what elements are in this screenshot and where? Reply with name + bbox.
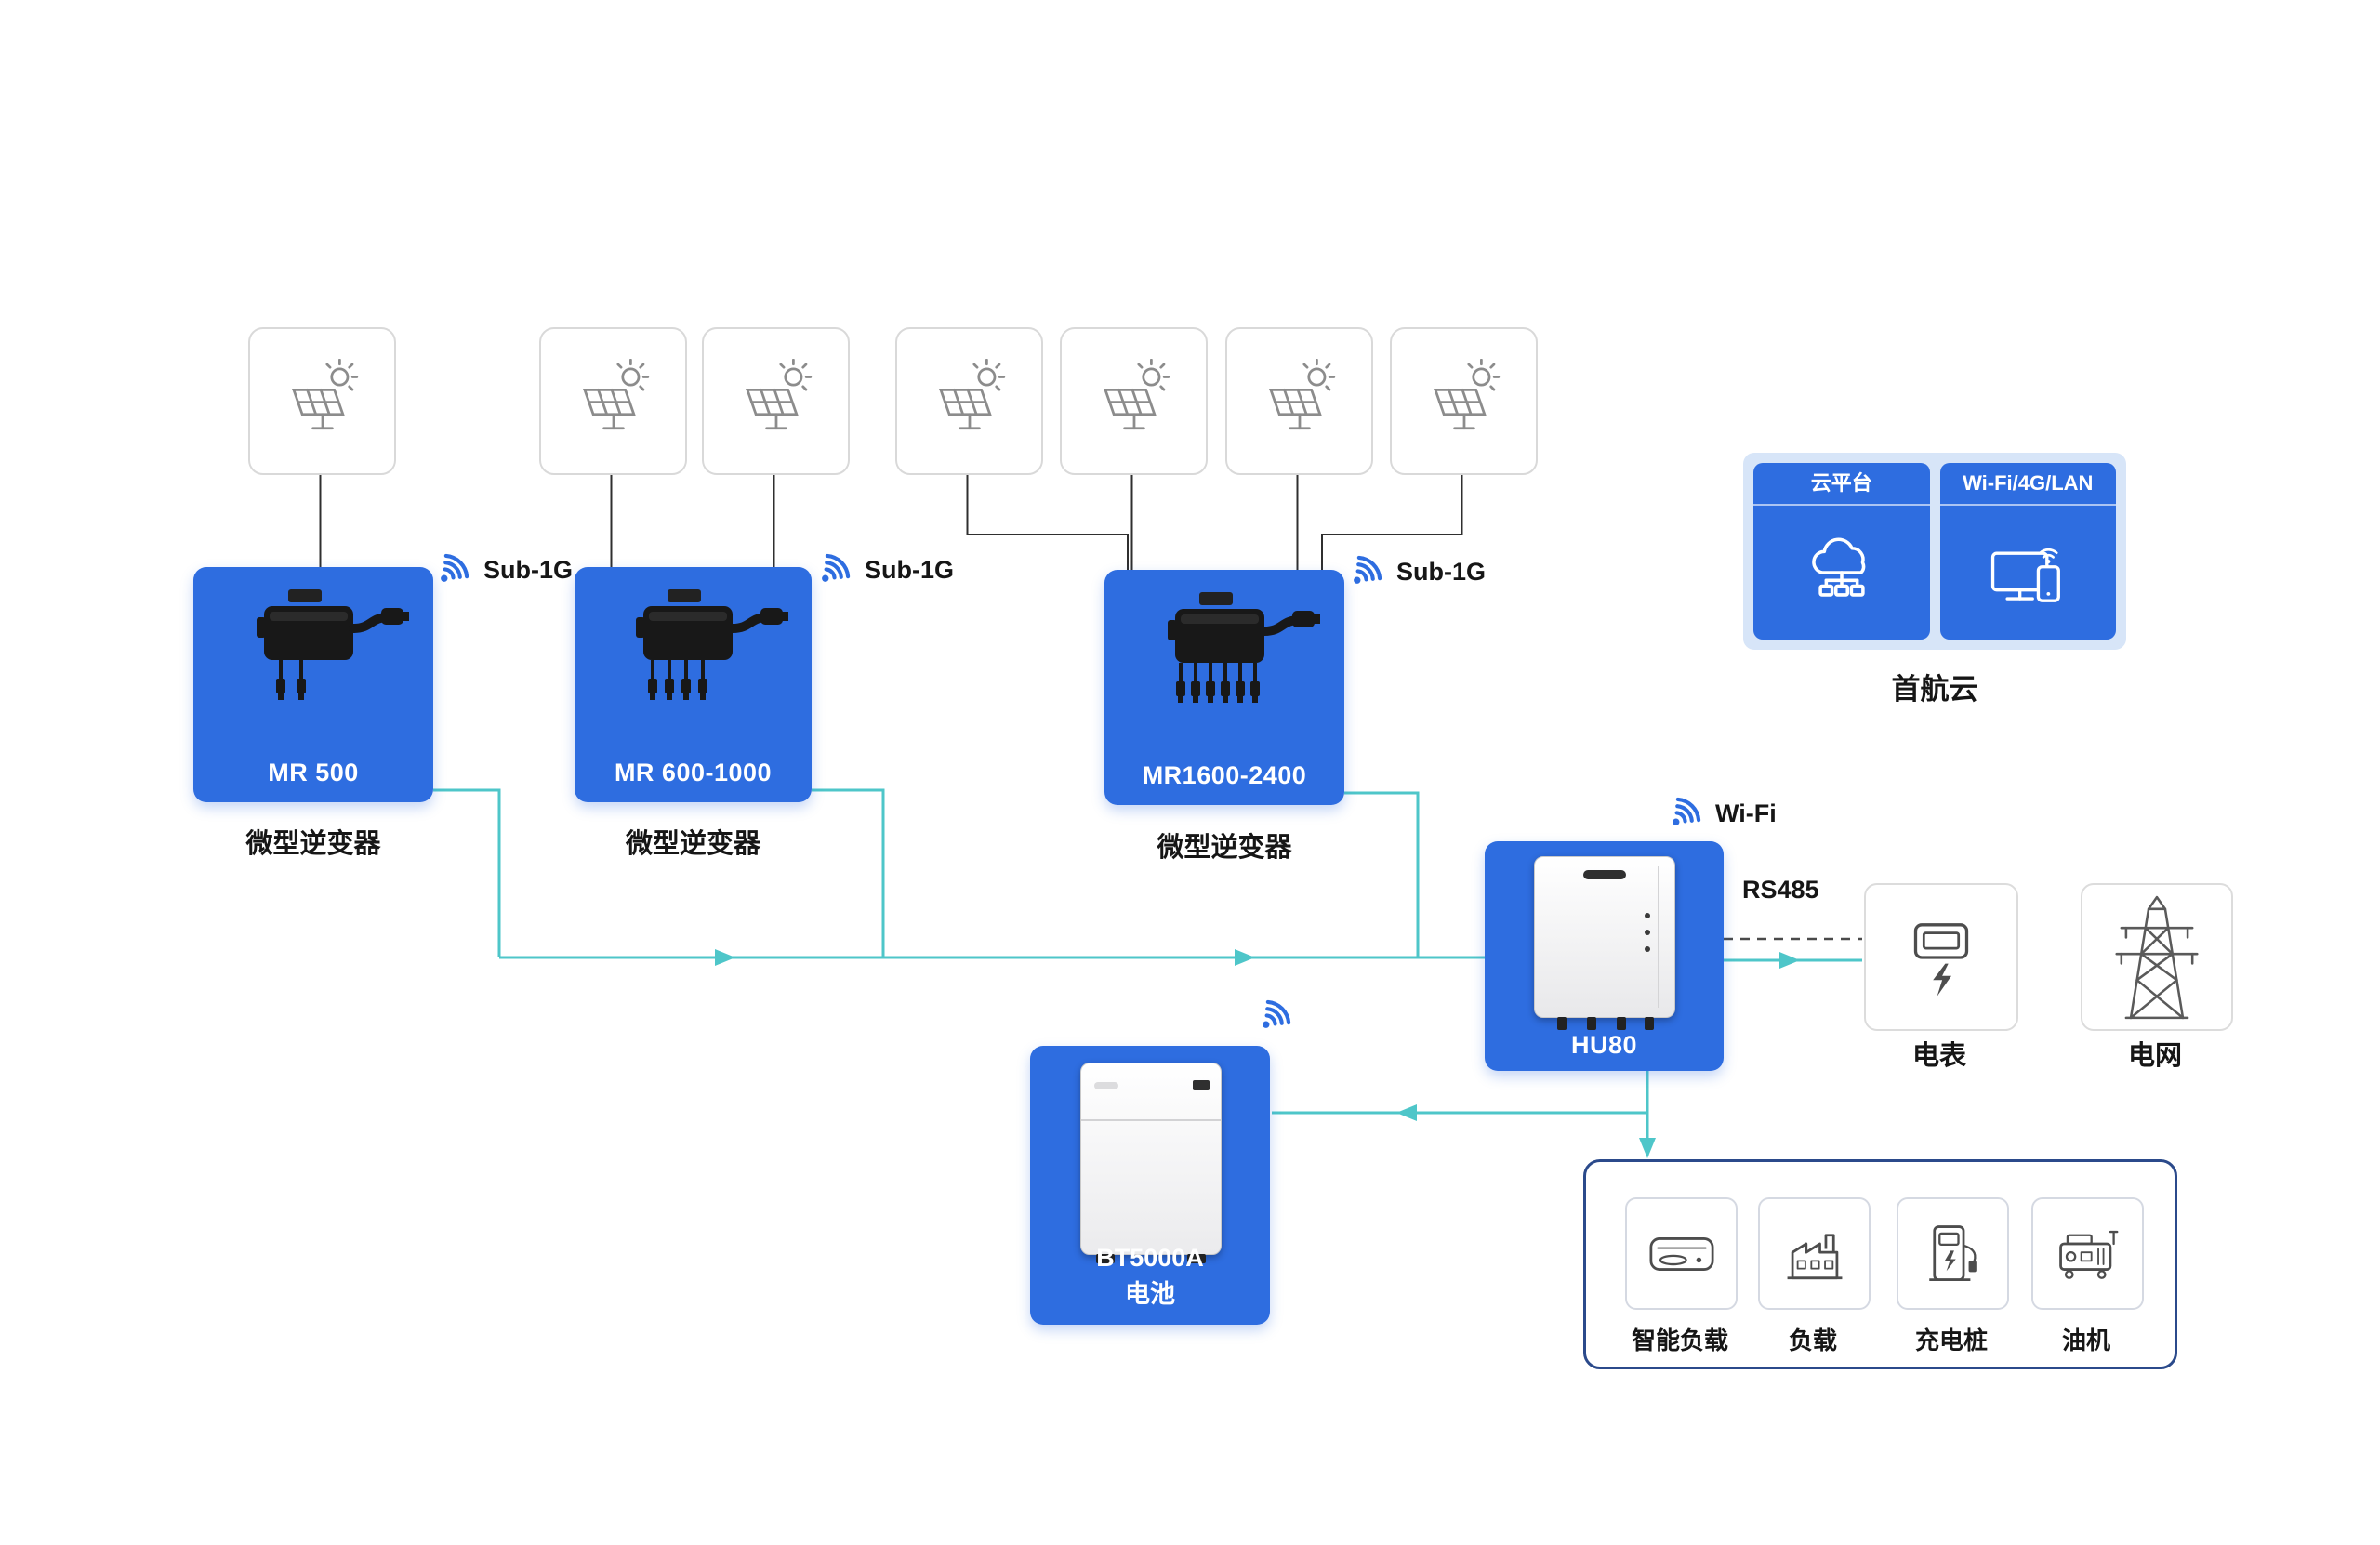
radio-label: Sub-1G (483, 556, 574, 584)
solar-panel-icon (1103, 358, 1170, 429)
smart-load-icon (1649, 1236, 1713, 1271)
wifi-tag: Wi-Fi (1667, 790, 1777, 831)
radio-label: Sub-1G (865, 556, 955, 584)
inverter-model-label: MR1600-2400 (1142, 761, 1307, 789)
monitor-phone-icon (1991, 548, 2061, 602)
ev-charger-item (1897, 1197, 2009, 1310)
sub1g-tag: Sub-1G (435, 547, 573, 588)
microinverter-illustration (636, 589, 788, 700)
microinverter-mr1600-box: MR1600-2400 (1104, 570, 1344, 805)
microinverter-illustration (257, 589, 409, 700)
cloud-platform-header: 云平台 (1753, 463, 1930, 506)
hub-model-label: HU80 (1570, 1031, 1638, 1059)
solar-panel-icon (582, 358, 649, 429)
inverter-type-label: 微型逆变器 (245, 829, 381, 859)
microinverter-illustration (1168, 592, 1320, 703)
cloud-platform-box: 云平台 (1753, 463, 1930, 640)
solar-panel-card (895, 327, 1043, 475)
inverter-model-label: MR 500 (268, 759, 359, 786)
generator-icon (2058, 1230, 2118, 1279)
grid-label: 电网 (2127, 1041, 2182, 1071)
solar-panel-card (539, 327, 687, 475)
solar-panel-icon (1268, 358, 1335, 429)
cloud-service-name: 首航云 (1891, 673, 1978, 706)
loads-container: 智能负载 负载 充电桩 油机 (1583, 1159, 2177, 1369)
radio-label: Wi-Fi (1715, 799, 1777, 827)
grid-card (2081, 883, 2233, 1031)
inverter-model-label: MR 600-1000 (614, 759, 773, 786)
solar-panel-card (1225, 327, 1373, 475)
solar-panel-card (1060, 327, 1208, 475)
load-label: 负载 (1788, 1327, 1837, 1354)
generator-item (2031, 1197, 2144, 1310)
ev-charger-icon (1928, 1224, 1977, 1281)
power-meter-card (1864, 883, 2018, 1031)
solar-panel-icon (291, 358, 358, 429)
microinverter-mr600-box: MR 600-1000 (575, 567, 812, 802)
inverter-type-label: 微型逆变器 (625, 829, 760, 859)
rs485-label: RS485 (1742, 876, 1819, 904)
cloud-panel: 云平台 Wi-Fi/4G/LAN (1743, 453, 2126, 650)
power-meter-icon (1913, 922, 1969, 997)
hub-hu80-box: HU80 (1485, 841, 1724, 1071)
smart-load-label: 智能负载 (1631, 1327, 1728, 1354)
battery-wifi-tag (1257, 993, 1298, 1038)
solar-panel-card (702, 327, 850, 475)
radio-label: Sub-1G (1396, 558, 1487, 586)
battery-bt5000a-box: BT5000A 电池 (1030, 1046, 1270, 1325)
solar-panel-card (1390, 327, 1538, 475)
inverter-type-label: 微型逆变器 (1157, 833, 1292, 863)
solar-panel-icon (1433, 358, 1500, 429)
cloud-network-icon (1811, 537, 1866, 597)
solar-panel-icon (938, 358, 1005, 429)
cloud-connectivity-box: Wi-Fi/4G/LAN (1939, 463, 2116, 640)
smart-load-item (1625, 1197, 1738, 1310)
hybrid-inverter-illustration (1534, 856, 1675, 1030)
microinverter-mr500-box: MR 500 (193, 567, 433, 802)
sub1g-signal-icon (441, 553, 469, 582)
battery-model-label: BT5000A (1096, 1244, 1204, 1272)
wifi-signal-icon (1263, 999, 1291, 1028)
meter-label: 电表 (1911, 1041, 1966, 1071)
generator-label: 油机 (2061, 1327, 2110, 1354)
battery-type-label: 电池 (1125, 1280, 1175, 1308)
cloud-connectivity-header: Wi-Fi/4G/LAN (1939, 463, 2116, 506)
ev-charger-label: 充电桩 (1914, 1327, 1988, 1354)
sub1g-tag: Sub-1G (1348, 548, 1486, 589)
solar-panel-icon (745, 358, 812, 429)
sub1g-signal-icon (1354, 555, 1382, 584)
sub1g-signal-icon (822, 553, 851, 582)
battery-illustration (1080, 1063, 1222, 1263)
load-icon (1787, 1233, 1842, 1279)
solar-panel-card (248, 327, 396, 475)
load-item (1758, 1197, 1871, 1310)
wifi-signal-icon (1673, 797, 1701, 825)
grid-tower-icon (2115, 895, 2199, 1019)
sub1g-tag: Sub-1G (816, 547, 954, 588)
